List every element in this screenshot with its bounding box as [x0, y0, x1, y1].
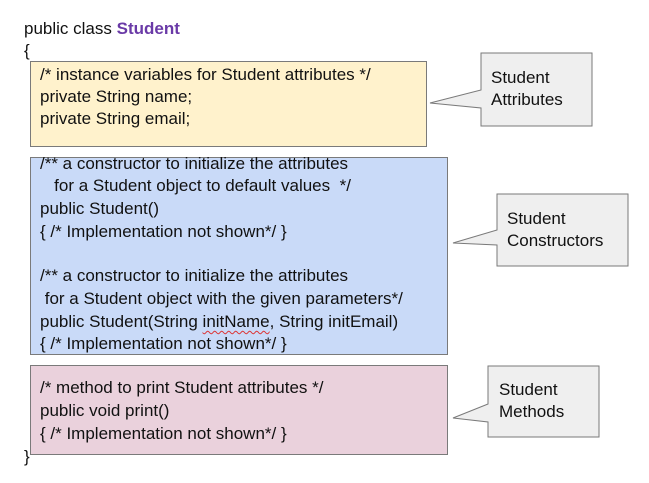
methods-callout-line2: Methods [499, 402, 565, 421]
attributes-comment: /* instance variables for Student attrib… [40, 65, 371, 84]
attributes-callout-line1: Student [491, 68, 550, 87]
ctor-params-comment-line1: /** a constructor to initialize the attr… [40, 266, 349, 285]
ctor-params-signature: public Student(String initName, String i… [40, 311, 398, 333]
ctor-default-body: { /* Implementation not shown*/ } [40, 222, 287, 241]
close-brace: } [24, 447, 30, 466]
constructors-callout [452, 193, 629, 267]
attribute-name: private String name; [40, 87, 193, 106]
method-signature: public void print() [40, 401, 170, 420]
ctor-params-signature-start: public Student(String [40, 312, 203, 331]
ctor-params-signature-end: , String initEmail) [269, 312, 399, 331]
ctor-default-comment-line2: for a Student object to default values *… [40, 176, 351, 195]
attribute-email: private String email; [40, 109, 191, 128]
method-body: { /* Implementation not shown*/ } [40, 424, 287, 443]
open-brace: { [24, 41, 30, 60]
constructors-box [30, 157, 448, 355]
attributes-callout-line2: Attributes [491, 90, 563, 109]
ctor-param-initname: initName [202, 312, 270, 331]
attributes-callout [429, 52, 593, 127]
ctor-default-signature: public Student() [40, 199, 160, 218]
constructors-callout-line2: Constructors [507, 231, 604, 250]
constructors-callout-line1: Student [507, 209, 566, 228]
methods-box [30, 365, 448, 455]
attributes-box [30, 61, 427, 147]
class-declaration: public class Student [24, 18, 180, 40]
class-keyword: public class [24, 19, 117, 38]
methods-callout [452, 365, 600, 438]
ctor-params-body: { /* Implementation not shown*/ } [40, 334, 287, 353]
ctor-params-comment-line2: for a Student object with the given para… [40, 289, 403, 308]
ctor-default-comment-line1: /** a constructor to initialize the attr… [40, 154, 349, 173]
method-comment: /* method to print Student attributes */ [40, 378, 324, 397]
methods-callout-line1: Student [499, 380, 558, 399]
class-name: Student [116, 19, 180, 38]
